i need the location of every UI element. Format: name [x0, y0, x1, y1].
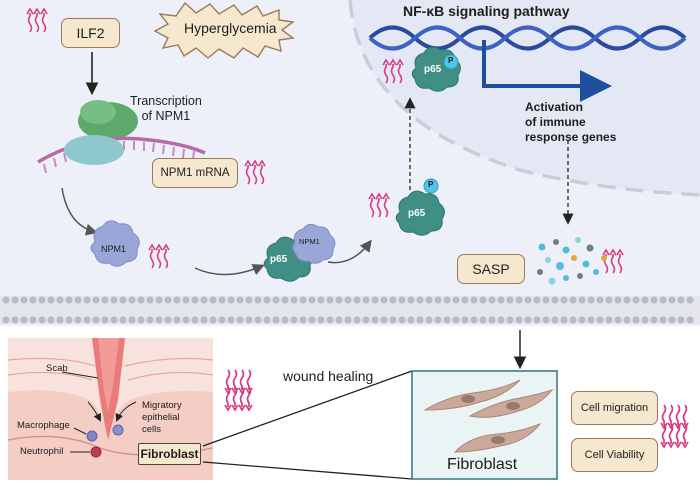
npm1-label: NPM1: [101, 244, 127, 254]
macrophage-label: Macrophage: [17, 420, 70, 431]
phospho-label-nucleus: P: [448, 56, 454, 65]
zoom-line-bottom: [202, 461, 413, 480]
cell-viability-label: Cell Viability: [584, 449, 645, 461]
p65-protein-icon: [411, 46, 461, 92]
migratory-line2: epithelial: [142, 412, 180, 423]
hyperglycemia-burst: [153, 1, 295, 59]
activation-label: Activation of immune response genes: [525, 100, 616, 145]
migratory-line3: cells: [142, 424, 162, 435]
wound-healing-label: wound healing: [283, 368, 374, 384]
ilf2-label: ILF2: [76, 25, 105, 41]
binding-arrow: [194, 264, 265, 276]
cell-viability-box: Cell Viability: [571, 438, 658, 472]
dna-icon: [368, 25, 687, 51]
transcription-arrow: [482, 40, 612, 102]
fibroblast-tag-label: Fibroblast: [140, 447, 199, 461]
transcription-line1: Transcription: [130, 94, 202, 108]
fibroblast-tag: Fibroblast: [138, 443, 201, 465]
cell-migration-label: Cell migration: [580, 402, 649, 414]
sasp-label: SASP: [472, 261, 510, 277]
phosphorylation-arrow: [327, 239, 372, 264]
p65-complex-label: p65: [270, 254, 288, 265]
fibroblast-panel: [411, 370, 558, 480]
phospho-label-cytoplasm: P: [428, 180, 434, 189]
fibroblast-panel-label: Fibroblast: [447, 456, 518, 473]
transcription-line2: of NPM1: [141, 109, 191, 123]
transcription-label: Transcription of NPM1: [130, 94, 202, 124]
ilf2-box: ILF2: [61, 18, 120, 48]
hyperglycemia-label: Hyperglycemia: [184, 20, 277, 36]
p65-cytoplasm-label: p65: [408, 208, 426, 219]
fibroblast-cell-icon: [423, 379, 554, 453]
p65-protein-icon: [395, 178, 445, 236]
scab-label: Scab: [46, 363, 68, 374]
zoom-line-top: [202, 370, 413, 447]
npm1-protein-icon: [90, 220, 140, 267]
export-arrow: [61, 187, 98, 236]
sasp-box: SASP: [457, 254, 525, 284]
sasp-particles-icon: [537, 237, 607, 285]
activation-line1: Activation: [525, 100, 584, 114]
neutrophil-label: Neutrophil: [20, 446, 64, 457]
npm1-mrna-box: NPM1 mRNA: [152, 158, 238, 188]
activation-line2: of immune: [525, 115, 586, 129]
migratory-line1: Migratory: [142, 400, 182, 411]
ribosome-icon: [78, 100, 138, 140]
p65-nucleus-label: p65: [424, 64, 442, 75]
ribosome-small-subunit: [64, 135, 124, 165]
npm1-mrna-label: NPM1 mRNA: [160, 167, 230, 179]
npm1-complex-label: NPM1: [299, 237, 320, 246]
activation-line3: response genes: [525, 130, 617, 144]
nfkb-title: NF-κB signaling pathway: [403, 3, 570, 19]
phosphate-icon: [443, 54, 459, 70]
membrane-icon: [0, 296, 700, 324]
phosphate-icon: [423, 178, 439, 194]
p65-npm1-complex: [263, 223, 336, 282]
cell-migration-box: Cell migration: [571, 391, 658, 425]
migratory-label: Migratory epithelial cells: [142, 400, 182, 436]
